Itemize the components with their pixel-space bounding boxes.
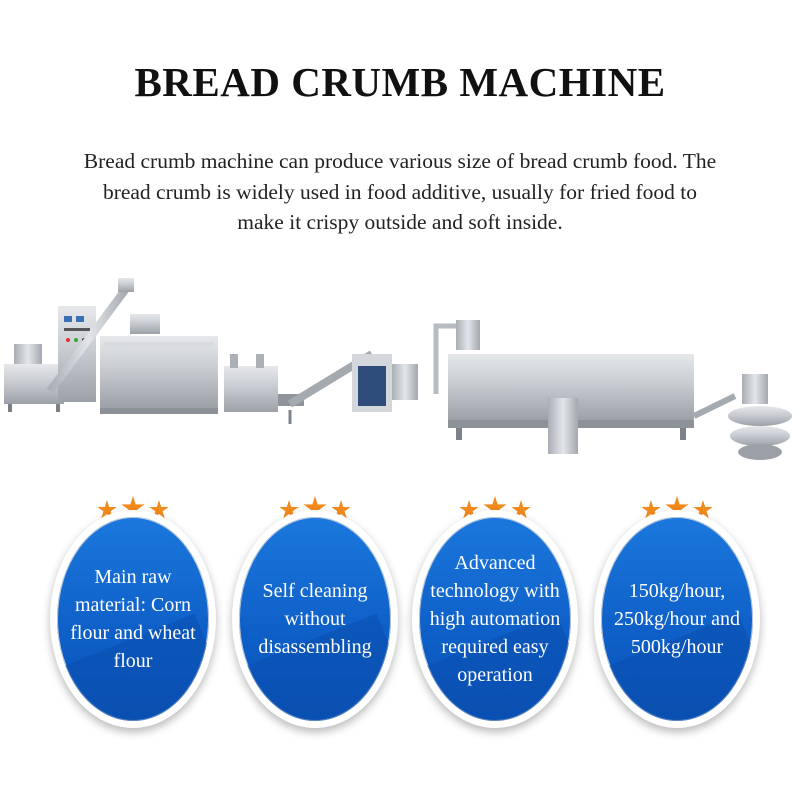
crusher-unit — [352, 354, 418, 412]
feature-text: Main raw material: Corn flour and wheat … — [70, 566, 196, 672]
feature-1: Main raw material: Corn flour and wheat … — [50, 496, 216, 728]
feature-badge: 150kg/hour, 250kg/hour and 500kg/hour — [594, 510, 760, 728]
feature-text: Self cleaning without disassembling — [258, 580, 372, 658]
description-text: Bread crumb machine can produce various … — [83, 149, 717, 234]
feature-text: 150kg/hour, 250kg/hour and 500kg/hour — [613, 580, 741, 658]
sifter-unit — [728, 374, 792, 460]
feature-badge: Main raw material: Corn flour and wheat … — [50, 510, 216, 728]
feature-badge: Self cleaning without disassembling — [232, 510, 398, 728]
extruder-unit — [100, 314, 218, 414]
feature-4: 150kg/hour, 250kg/hour and 500kg/hour — [594, 496, 760, 728]
oven-unit — [448, 354, 694, 454]
page-title: BREAD CRUMB MACHINE — [134, 59, 666, 105]
feature-2: Self cleaning without disassembling — [232, 496, 398, 728]
feature-3: Advanced technology with high automation… — [412, 496, 578, 728]
feature-badge: Advanced technology with high automation… — [412, 510, 578, 728]
production-line-image — [4, 278, 792, 460]
feature-text: Advanced technology with high automation… — [429, 552, 561, 686]
